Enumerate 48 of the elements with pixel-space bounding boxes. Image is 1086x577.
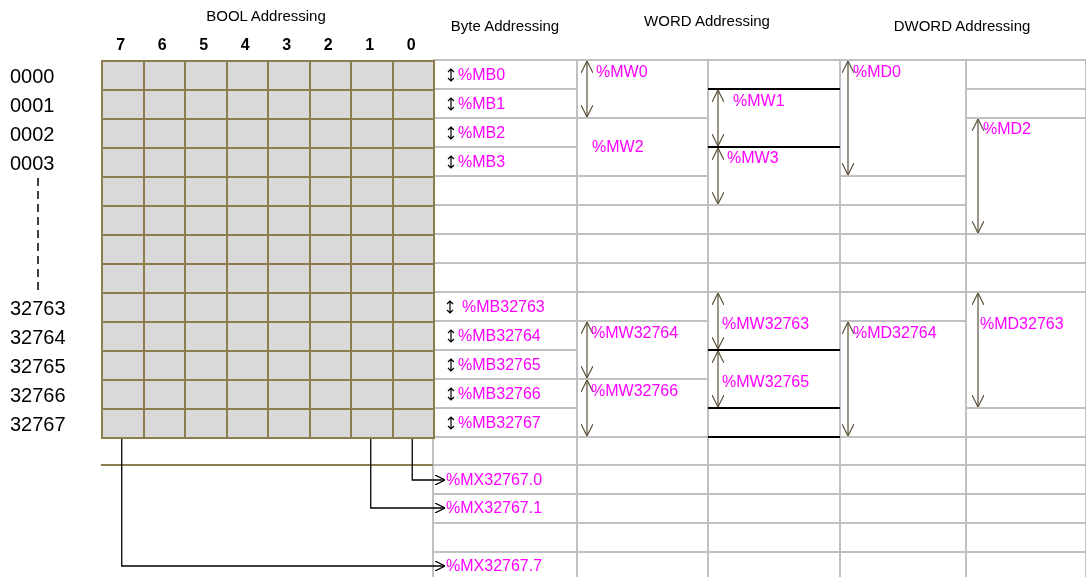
column-heading: BOOL Addressing	[205, 7, 327, 25]
memory-address: %MD0	[853, 62, 901, 82]
bit-number: 6	[157, 35, 167, 55]
bit-cell	[350, 408, 394, 439]
memory-address: %MB0	[458, 64, 506, 85]
bit-number: 0	[406, 35, 416, 55]
byte-address: 32763	[10, 295, 66, 321]
memory-address: %MD32764	[853, 323, 937, 343]
bit-number: 1	[365, 35, 375, 55]
bit-number: 7	[116, 35, 126, 55]
bit-cell	[101, 408, 145, 439]
byte-address: 32764	[10, 324, 66, 350]
memory-address: %MD2	[983, 119, 1031, 139]
memory-address: %MW32763	[722, 314, 810, 334]
memory-address: %MW2	[592, 137, 644, 157]
memory-address: %MW32765	[722, 372, 810, 392]
bit-address: %MX32767.1	[446, 498, 543, 517]
bit-number: 5	[199, 35, 209, 55]
memory-address: %MB32763	[462, 296, 545, 317]
memory-address: %MB3	[458, 151, 506, 172]
byte-address: 0000	[10, 63, 55, 89]
memory-address: %MB2	[458, 122, 506, 143]
memory-address: %MW3	[727, 148, 779, 168]
memory-address: %MW32764	[591, 323, 679, 343]
bit-address: %MX32767.0	[446, 470, 543, 489]
bit-address: %MX32767.7	[446, 556, 543, 575]
bit-number: 3	[282, 35, 292, 55]
memory-address: %MB32765	[458, 354, 541, 375]
memory-address: %MW0	[596, 62, 648, 82]
memory-address: %MB32767	[458, 412, 541, 433]
memory-address: %MW1	[733, 91, 785, 111]
byte-address: 32767	[10, 411, 66, 437]
column-heading: WORD Addressing	[643, 12, 771, 30]
memory-address: %MW32766	[591, 381, 679, 401]
memory-address: %MB1	[458, 93, 506, 114]
bit-number: 4	[240, 35, 250, 55]
column-heading: Byte Addressing	[450, 17, 560, 35]
bit-cell	[391, 408, 435, 439]
byte-address: 0001	[10, 92, 55, 118]
byte-address: 32766	[10, 382, 66, 408]
byte-address: 32765	[10, 353, 66, 379]
memory-address: %MB32766	[458, 383, 541, 404]
memory-address: %MD32763	[980, 314, 1064, 334]
byte-address: 0003	[10, 150, 55, 176]
byte-address: 0002	[10, 121, 55, 147]
memory-address: %MB32764	[458, 325, 541, 346]
column-heading: DWORD Addressing	[892, 17, 1032, 35]
bit-number: 2	[323, 35, 333, 55]
